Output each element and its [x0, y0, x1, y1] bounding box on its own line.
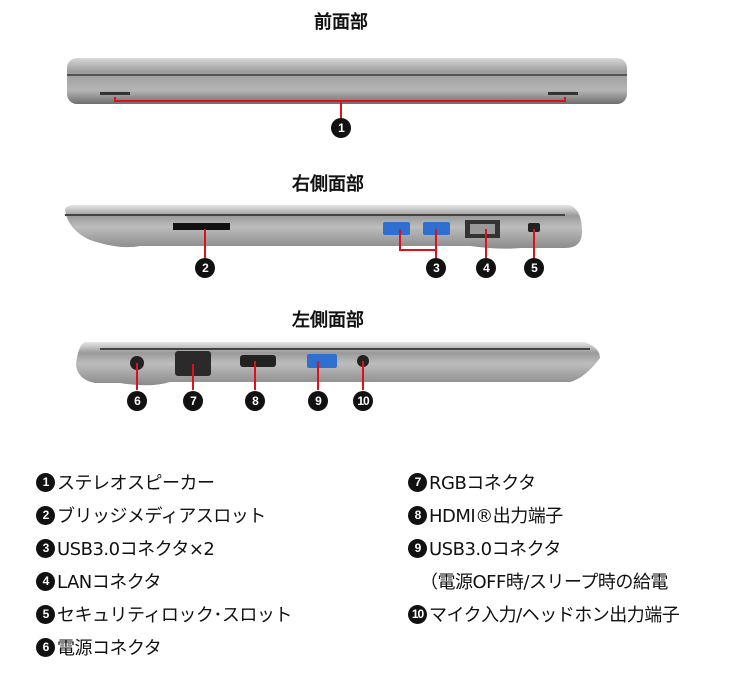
callout-7: 7	[183, 391, 203, 411]
right-side-view-title: 右側面部	[292, 174, 364, 195]
legend-label: USB3.0コネクタ	[429, 539, 561, 560]
left-side-view-title: 左側面部	[292, 310, 364, 331]
card-slot	[173, 223, 230, 230]
rgb-port	[175, 351, 211, 376]
laptop-right-side-view	[65, 205, 582, 258]
usb-port	[307, 354, 337, 368]
callout-5: 5	[524, 258, 544, 278]
laptop-front-view	[67, 58, 627, 120]
callout-6: 6	[127, 391, 147, 411]
legend-label: LANコネクタ	[57, 572, 162, 593]
legend-number: 2	[36, 505, 55, 525]
legend-label: ステレオスピーカー	[57, 473, 215, 494]
speaker-grille-left	[100, 92, 130, 95]
legend-label: USB3.0コネクタ×2	[57, 539, 215, 560]
legend-label: マイク入力/ヘッドホン出力端子	[429, 605, 680, 626]
legend-number: 3	[36, 538, 55, 558]
callout-2: 2	[195, 258, 215, 278]
front-view-title: 前面部	[314, 12, 368, 33]
legend-number: 4	[36, 571, 55, 591]
laptop-left-side-view	[76, 342, 600, 390]
legend-number: 10	[408, 604, 427, 624]
legend-number: 6	[36, 637, 55, 657]
usb-port	[423, 222, 450, 235]
speaker-grille-right	[548, 92, 578, 95]
legend-number: 5	[36, 604, 55, 624]
legend-label: セキュリティロック･スロット	[57, 605, 292, 626]
callout-10: 10	[353, 391, 373, 411]
security-lock-slot	[528, 223, 540, 232]
legend-number: 1	[36, 472, 55, 492]
callout-3: 3	[426, 258, 446, 278]
callout-8: 8	[245, 391, 265, 411]
legend-number: 7	[408, 472, 427, 492]
leader-line-1	[114, 97, 566, 120]
legend-item-9-note: （電源OFF時/スリープ時の給電	[420, 572, 668, 593]
callout-1: 1	[331, 118, 351, 138]
legend-number: 9	[408, 538, 427, 558]
legend-number: 8	[408, 505, 427, 525]
callout-4: 4	[476, 258, 496, 278]
hdmi-port	[240, 355, 276, 367]
laptop-illustrations	[65, 58, 627, 390]
legend-label: 電源コネクタ	[57, 638, 162, 659]
legend-label: RGBコネクタ	[429, 473, 536, 494]
legend-label: HDMI®出力端子	[429, 506, 563, 527]
callout-9: 9	[308, 391, 328, 411]
legend-label: ブリッジメディアスロット	[57, 506, 266, 527]
usb-port	[383, 222, 410, 235]
